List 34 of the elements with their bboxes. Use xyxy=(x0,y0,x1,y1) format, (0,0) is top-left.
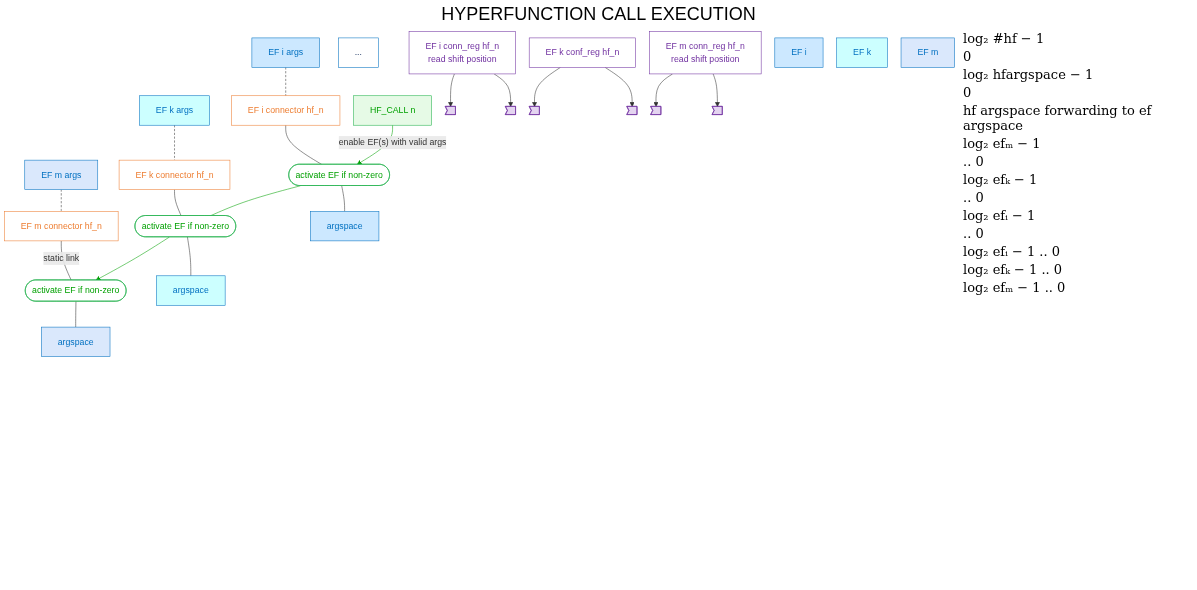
bit-range-label: .. 0 xyxy=(963,190,985,205)
connector xyxy=(210,185,301,217)
node-box: EF k args xyxy=(139,95,210,126)
bit-range-label: .. 0 xyxy=(963,226,985,241)
bit-range-label: log₂ efₘ − 1 xyxy=(963,136,1042,151)
node-box: ... xyxy=(338,37,379,68)
node-box: EF k xyxy=(836,37,888,68)
edge-label: enable EF(s) with valid args xyxy=(338,137,447,148)
node-box: EF k connector hf_n xyxy=(118,159,231,190)
node-box: HF_CALL n xyxy=(353,95,432,126)
node-box: EF m xyxy=(900,37,955,68)
node-box: EF m connector hf_n xyxy=(4,211,119,242)
node-box: EF k conf_reg hf_n xyxy=(528,37,636,68)
bit-range-label: log₂ hfargspace − 1 xyxy=(963,67,1095,82)
bit-range-label: log₂ efₘ − 1 .. 0 xyxy=(963,280,1067,295)
bit-range-label: log₂ efₖ − 1 .. 0 xyxy=(963,262,1064,277)
edge-label: static link xyxy=(43,253,80,263)
bit-range-label: log₂ efᵢ − 1 xyxy=(963,208,1037,223)
bit-range-label: log₂ #hf − 1 xyxy=(963,31,1046,46)
node-box: argspace xyxy=(156,275,226,306)
bit-range-label: 0 xyxy=(963,49,973,64)
node-box: EF i conn_reg hf_n read shift position xyxy=(408,31,516,75)
node-box: EF i xyxy=(774,37,824,68)
node-box: argspace xyxy=(310,211,380,242)
node-box: EF m conn_reg hf_n read shift position xyxy=(649,31,762,75)
node-box: argspace xyxy=(41,326,111,357)
node-box: EF i args xyxy=(251,37,320,68)
bit-range-label: .. 0 xyxy=(963,154,985,169)
diagram-title: HYPERFUNCTION CALL EXECUTION xyxy=(440,4,757,25)
bit-range-label: log₂ efᵢ − 1 .. 0 xyxy=(963,244,1061,259)
bit-range-label: 0 xyxy=(963,85,973,100)
bit-range-label: log₂ efₖ − 1 xyxy=(963,172,1039,187)
node-box: EF i connector hf_n xyxy=(231,95,341,126)
node-box: EF m args xyxy=(24,159,99,190)
